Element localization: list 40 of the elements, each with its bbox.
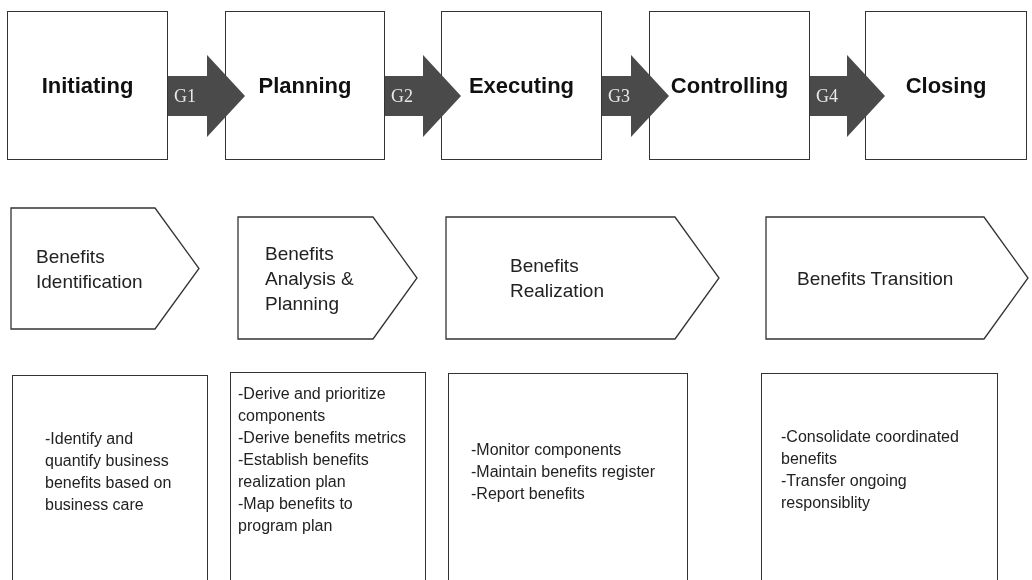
activity-item: -Establish benefits realization plan — [238, 450, 370, 492]
edge-label: G3 — [608, 86, 630, 105]
activity-box — [761, 373, 998, 580]
block-arrow — [602, 54, 669, 137]
phase-title: Initiating — [41, 71, 134, 100]
phase-box — [649, 11, 810, 160]
stage-title: Benefits Transition — [797, 266, 955, 291]
stage-pentagon — [237, 216, 418, 340]
activity-item: -Derive benefits metrics — [238, 428, 408, 448]
activity-item: -Maintain benefits register — [471, 462, 657, 482]
block-arrow — [168, 54, 245, 137]
activity-item: -Report benefits — [471, 484, 586, 504]
phase-title: Closing — [905, 71, 987, 100]
block-arrow — [810, 54, 885, 137]
activity-item: -Transfer ongoing responsiblity — [781, 471, 908, 513]
phase-title: Planning — [258, 71, 352, 100]
activity-box — [448, 373, 688, 580]
activity-item: -Map benefits to program plan — [238, 494, 354, 536]
activity-box — [230, 372, 426, 580]
activity-item: -Identify and quantify business benefits based on business care — [45, 429, 173, 515]
stage-pentagon — [445, 216, 720, 340]
stage-title: Benefits Analysis & Planning — [265, 241, 355, 316]
stage-pentagon — [10, 207, 200, 330]
phase-box — [225, 11, 385, 160]
activity-item: -Derive and prioritize components — [238, 384, 387, 426]
phase-box — [7, 11, 168, 160]
stage-title: Benefits Realization — [510, 254, 605, 303]
activity-item: -Monitor components — [471, 440, 623, 460]
phase-title: Executing — [468, 71, 575, 100]
block-arrow — [385, 54, 461, 137]
edge-label: G1 — [174, 86, 196, 105]
stage-title: Benefits Identification — [36, 244, 144, 294]
stage-pentagon — [765, 216, 1029, 340]
phase-box — [441, 11, 602, 160]
phase-box — [865, 11, 1027, 160]
edge-label: G2 — [391, 86, 413, 105]
activity-item: -Consolidate coordinated benefits — [781, 427, 960, 469]
activity-box — [12, 375, 208, 580]
edge-label: G4 — [816, 86, 838, 105]
phase-title: Controlling — [670, 71, 789, 100]
